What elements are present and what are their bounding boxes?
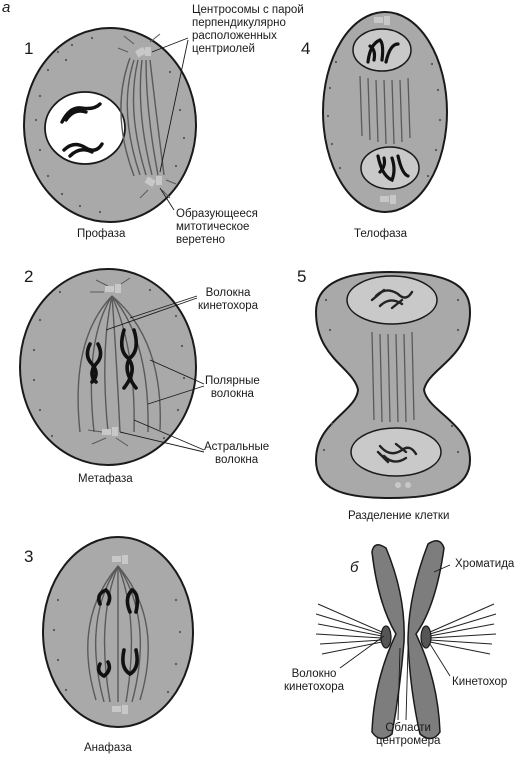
cell-metaphase-dots [32,288,186,440]
kinetochore-fibers-left [315,603,383,655]
stage-name-prophase: Профаза [77,228,126,240]
metaphase-spindle [77,295,161,433]
centrosome-upper [135,46,151,58]
panel-letter-a: а [2,0,11,16]
label-astral-fibers: Астральные волокна [204,441,270,466]
dividing-lower-nucleus [350,427,442,477]
metaphase-centrosomes [102,284,121,436]
cell-dividing-dots [322,298,460,454]
anaphase-chromosomes [96,587,140,679]
stage-number-3: 3 [24,547,34,566]
dividing-upper-nucleus [346,275,438,325]
stage-name-telophase: Телофаза [354,228,408,240]
stage-number-1: 1 [24,39,34,58]
chromosome-structure [315,540,497,740]
label-kinetochore-fibers: Волокна кинетохора [198,287,259,312]
cell-anaphase [42,536,194,728]
cell-prophase-dots [34,36,186,214]
panel-letter-b: б [350,559,359,576]
metaphase-chromosomes [85,328,139,390]
chromatid-left [371,544,405,740]
telophase-spindle [359,75,411,145]
cell-telophase [322,11,448,213]
label-kinetochore: Кинетохор [452,676,508,688]
label-kinetochore-fiber: Волокно кинетохора [284,668,345,693]
kinetochores [380,625,432,649]
chromatid-right [407,540,445,740]
label-centrosomes: Центросомы с парой перпендикулярно распо… [192,4,304,55]
forming-spindle [120,57,165,177]
stage-number-2: 2 [24,267,34,286]
dividing-centrosomes [381,279,411,488]
leader-lines [105,37,451,721]
label-chromatid: Хроматида [455,558,515,570]
stage-number-4: 4 [301,39,311,58]
telophase-centrosomes [374,16,396,204]
cell-dividing [314,270,472,500]
telophase-lower-nucleus [360,146,420,190]
cell-telophase-dots [326,60,442,178]
nucleus [44,91,126,165]
dividing-spindle [371,331,415,423]
anaphase-centrosomes [112,555,128,714]
cell-metaphase [19,268,197,466]
label-centromere-region: Области центромера [376,722,441,747]
stage-number-5: 5 [297,267,307,286]
astral-rays-prophase [117,33,177,199]
label-forming-spindle: Образующееся митотическое веретено [176,208,258,246]
label-polar-fibers: Полярные волокна [205,375,260,400]
telophase-upper-nucleus [352,28,412,72]
centrosome-lower [144,176,162,187]
stage-name-metaphase: Метафаза [78,473,133,485]
stage-name-cytokinesis: Разделение клетки [348,510,450,522]
cell-prophase [23,27,197,223]
anaphase-spindle [87,565,149,703]
cell-anaphase-dots [52,598,182,694]
kinetochore-fibers-right [429,603,497,655]
prophase-chromosomes [60,102,104,158]
stage-name-anaphase: Анафаза [84,742,132,754]
